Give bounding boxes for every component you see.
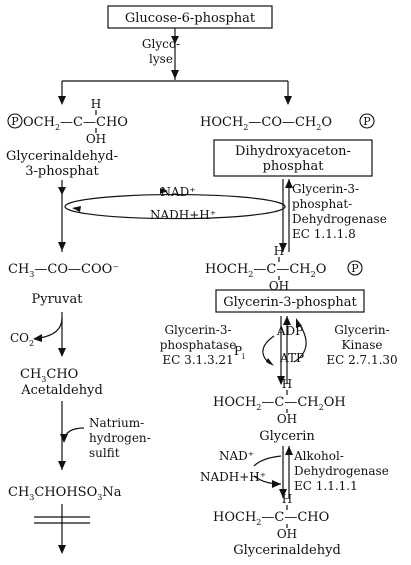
g3p-box xyxy=(215,289,365,313)
glycerol-hydroxyl: OH xyxy=(277,412,297,426)
glycerol-name: Glycerin xyxy=(259,429,315,444)
glycerol-formula: HOCH2—C—CH2OH xyxy=(213,395,346,412)
adp-label: ADP xyxy=(276,324,303,338)
co2-label: CO2 xyxy=(10,331,34,348)
phosphatase-label-1: Glycerin-3- xyxy=(164,323,231,337)
adh-nad-curve xyxy=(253,455,282,467)
dhap-formula: HOCH2—CO—CH2O xyxy=(200,115,332,132)
arrowhead xyxy=(58,461,66,470)
dihydroxyacetone-phosphate: HOCH2—CO—CH2O P xyxy=(200,113,375,132)
g3pdh-label-4: EC 1.1.1.8 xyxy=(292,227,356,241)
atp-label: ATP xyxy=(279,351,304,365)
glycolysis-label-2: lyse xyxy=(149,52,173,66)
kinase-label-1: Glycerin- xyxy=(334,323,389,337)
arrowhead xyxy=(58,187,66,195)
bisulfite-label-1: Natrium- xyxy=(89,416,144,430)
gap-hydroxyl: OH xyxy=(86,132,106,146)
phosphate-letter: P xyxy=(351,262,359,275)
phosphate-circle-icon xyxy=(347,260,363,276)
nadh-label: NADH+H⁺ xyxy=(150,208,216,222)
g3p-box-label: Glycerin-3-phosphat xyxy=(223,295,357,310)
bisulfite-adduct-formula: CH3CHOHSO3Na xyxy=(8,485,122,502)
arrowhead xyxy=(279,489,287,498)
adh-nad-label: NAD⁺ xyxy=(219,449,254,463)
glyceraldehyde-name: Glycerinaldehyd xyxy=(233,543,341,558)
arrowhead xyxy=(277,376,285,385)
glycerol-hydrogen: H xyxy=(282,377,292,391)
glucose-6-phosphate-label: Glucose-6-phosphat xyxy=(125,11,256,26)
arrowhead xyxy=(272,480,281,488)
arrowhead xyxy=(58,545,66,554)
phosphate-letter: P xyxy=(11,115,19,128)
g3p-hydroxyl: OH xyxy=(269,279,289,293)
arrowhead xyxy=(160,188,168,194)
arrowhead xyxy=(285,446,293,455)
glycerol: H HOCH2—C—CH2OH OH xyxy=(213,377,346,426)
kinase-label-2: Kinase xyxy=(342,338,383,352)
phosphate-circle-icon xyxy=(7,113,23,129)
nad-cycle-upper xyxy=(69,193,281,204)
arrowhead xyxy=(171,36,179,44)
adh-label-2: Dehydrogenase xyxy=(294,464,389,478)
glyceraldehyde: H HOCH2—C—CHO OH xyxy=(213,492,329,541)
acetaldehyde-name: Acetaldehyd xyxy=(20,383,103,398)
pyruvate-formula: CH3—CO—COO⁻ xyxy=(8,262,119,279)
phosphatase-label-3: EC 3.1.3.21 xyxy=(162,353,233,367)
glyceraldehyde-hydroxyl: OH xyxy=(277,527,297,541)
arrowhead xyxy=(60,434,68,443)
arrowhead xyxy=(285,179,293,188)
g3pdh-label-3: Dehydrogenase xyxy=(292,212,387,226)
gap-hydrogen: H xyxy=(91,97,101,111)
kinase-label-3: EC 2.7.1.30 xyxy=(326,353,397,367)
arrowhead xyxy=(33,334,42,342)
adh-nadh-label: NADH+H⁺ xyxy=(200,470,266,484)
glycolysis-label-1: Glyco- xyxy=(142,37,180,51)
g3pdh-label-1: Glycerin-3- xyxy=(292,182,359,196)
glyceraldehyde-formula: HOCH2—C—CHO xyxy=(213,510,329,527)
gap-name-1: Glycerinaldehyd- xyxy=(6,149,118,164)
pi-label: Pi xyxy=(234,344,245,361)
g3p-formula: HOCH2—C—CH2O xyxy=(205,262,326,279)
adh-label-1: Alkohol- xyxy=(293,449,344,463)
arrowhead xyxy=(279,243,287,252)
nad-cycle-lower xyxy=(64,202,286,220)
arrowhead xyxy=(58,242,66,251)
phosphatase-label-2: phosphatase xyxy=(160,338,237,352)
nad-label: NAD⁺ xyxy=(160,185,195,199)
arrowhead xyxy=(58,348,66,357)
g3p-hydrogen: H xyxy=(274,244,284,258)
acetaldehyde-formula: CH3CHO xyxy=(20,367,78,384)
arrowhead xyxy=(284,96,292,105)
gap-formula: OCH2—C—CHO xyxy=(23,115,128,132)
dhap-box xyxy=(213,139,373,177)
bisulfite-label-2: hydrogen- xyxy=(89,431,151,445)
adh-label-3: EC 1.1.1.1 xyxy=(294,479,358,493)
pyruvate-name: Pyruvat xyxy=(32,292,84,307)
dhap-box-line-2: phosphat xyxy=(263,159,325,174)
phosphate-letter: P xyxy=(363,115,371,128)
arrowhead xyxy=(283,316,291,325)
arrowhead xyxy=(58,96,66,105)
phosphate-circle-icon xyxy=(359,113,375,129)
dhap-box-line-1: Dihydroxyaceton- xyxy=(235,144,351,159)
glycerol-3-phosphate: H HOCH2—C—CH2O OH P xyxy=(205,244,363,293)
arrowhead xyxy=(171,70,179,79)
arrowhead xyxy=(266,358,274,366)
glyceraldehyde-3-phosphate: P OCH2—C—CHO H OH xyxy=(7,97,128,146)
arrowhead xyxy=(296,318,302,328)
co2-branch xyxy=(39,317,63,339)
bisulfite-label-3: sulfit xyxy=(89,446,120,460)
arrowhead xyxy=(72,206,81,212)
gap-name-2: 3-phosphat xyxy=(25,164,99,179)
glucose-6-phosphate-box xyxy=(107,5,273,29)
g3pdh-label-2: phosphat- xyxy=(292,197,352,211)
glyceraldehyde-hydrogen: H xyxy=(282,492,292,506)
